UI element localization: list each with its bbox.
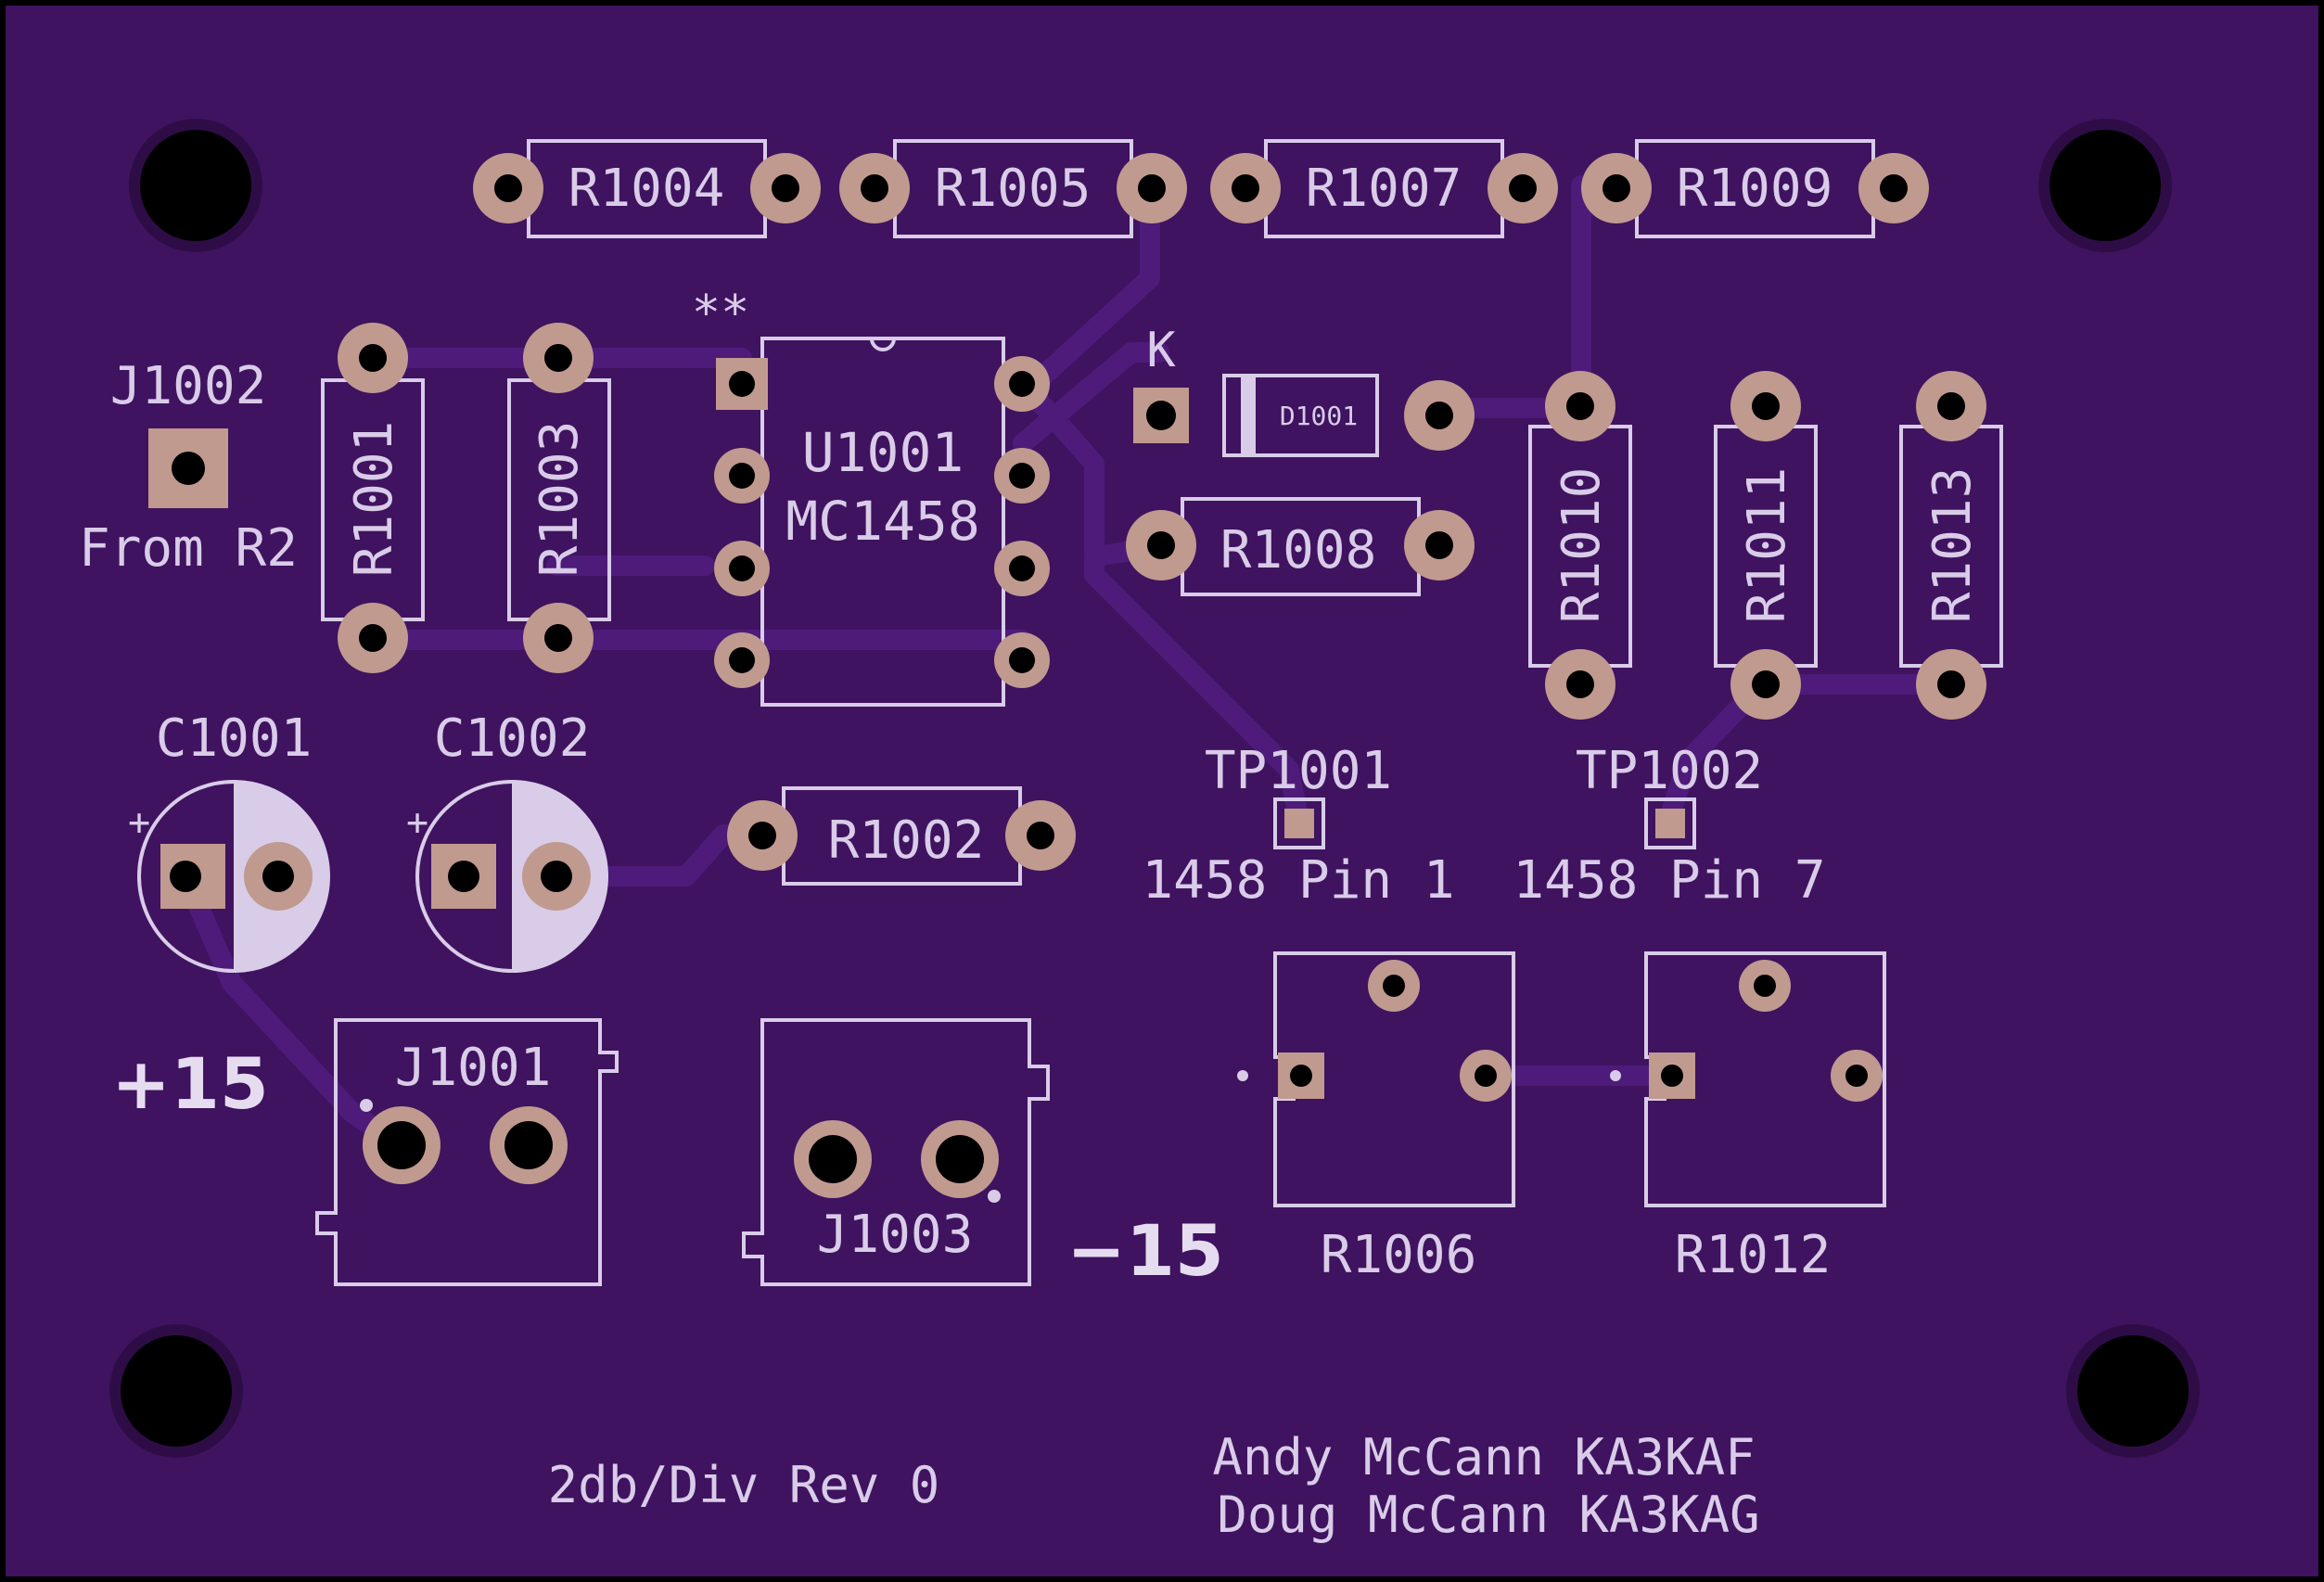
label-r1004: R1004 xyxy=(568,159,725,219)
label-r1001: R1001 xyxy=(344,421,404,578)
ic-u1001: ** U1001 MC1458 xyxy=(692,286,1050,707)
label-j1001: J1001 xyxy=(395,1038,552,1098)
resistor-r1002: R1002 xyxy=(727,786,1076,886)
capacitor-c1001: C1001 + xyxy=(128,708,330,973)
label-r1007: R1007 xyxy=(1306,159,1462,219)
label-tp1001: TP1001 xyxy=(1205,741,1392,801)
label-r1008: R1008 xyxy=(1220,520,1377,580)
connector-j1002: J1002 From R2 xyxy=(79,356,298,579)
diode-cathode-mark: K xyxy=(1146,323,1176,378)
footer-author-1: Andy McCann KA3KAF xyxy=(1212,1428,1755,1486)
label-from-r2: From R2 xyxy=(79,518,298,579)
label-j1002: J1002 xyxy=(110,356,267,416)
label-r1005: R1005 xyxy=(935,159,1092,219)
label-tp1002: TP1002 xyxy=(1576,741,1763,801)
label-plus15: +15 xyxy=(111,1042,268,1125)
label-tp1002-note: 1458 Pin 7 xyxy=(1513,850,1825,911)
trimpot-r1006: R1006 xyxy=(1237,951,1515,1285)
label-u1001: U1001 xyxy=(802,421,964,484)
capacitor-c1002: C1002 + xyxy=(406,708,608,973)
label-tp1001-note: 1458 Pin 1 xyxy=(1142,850,1454,911)
footer-revision: 2db/Div Rev 0 xyxy=(548,1456,940,1514)
connector-j1003: J1003 −15 xyxy=(742,1018,1224,1292)
label-mc1458: MC1458 xyxy=(785,490,980,553)
connector-j1001: +15 J1001 xyxy=(111,1018,619,1286)
resistor-r1013: R1013 xyxy=(1899,371,2003,720)
label-minus15: −15 xyxy=(1066,1209,1223,1292)
resistor-r1001: R1001 xyxy=(321,323,425,673)
footer-author-2: Doug McCann KA3KAG xyxy=(1217,1486,1759,1544)
label-r1011: R1011 xyxy=(1737,467,1797,624)
resistor-r1011: R1011 xyxy=(1714,371,1818,720)
diode-d1001: K D1001 xyxy=(1133,323,1475,457)
label-r1003: R1003 xyxy=(530,421,590,578)
label-r1009: R1009 xyxy=(1677,159,1833,219)
label-r1012: R1012 xyxy=(1675,1225,1832,1285)
ic-pin1-mark: ** xyxy=(692,286,750,341)
resistor-r1003: R1003 xyxy=(507,323,611,673)
resistor-r1008: R1008 xyxy=(1126,497,1475,596)
label-r1013: R1013 xyxy=(1922,467,1983,624)
label-d1001: D1001 xyxy=(1280,401,1358,431)
label-c1002: C1002 xyxy=(434,708,591,769)
top-row-resistors: R1004 R1005 R1007 R1009 xyxy=(473,139,1929,238)
mounting-holes xyxy=(109,119,2200,1458)
label-r1006: R1006 xyxy=(1321,1225,1477,1285)
label-j1003: J1003 xyxy=(817,1205,974,1265)
pcb-substrate xyxy=(6,6,2318,1576)
trimpot-r1012: R1012 xyxy=(1610,951,1886,1285)
resistor-r1010: R1010 xyxy=(1528,371,1632,720)
label-c1001: C1001 xyxy=(156,708,313,769)
testpoint-tp1001: TP1001 1458 Pin 1 xyxy=(1142,741,1454,911)
label-r1010: R1010 xyxy=(1551,467,1612,624)
testpoint-tp1002: TP1002 1458 Pin 7 xyxy=(1513,741,1825,911)
label-r1002: R1002 xyxy=(828,810,985,871)
